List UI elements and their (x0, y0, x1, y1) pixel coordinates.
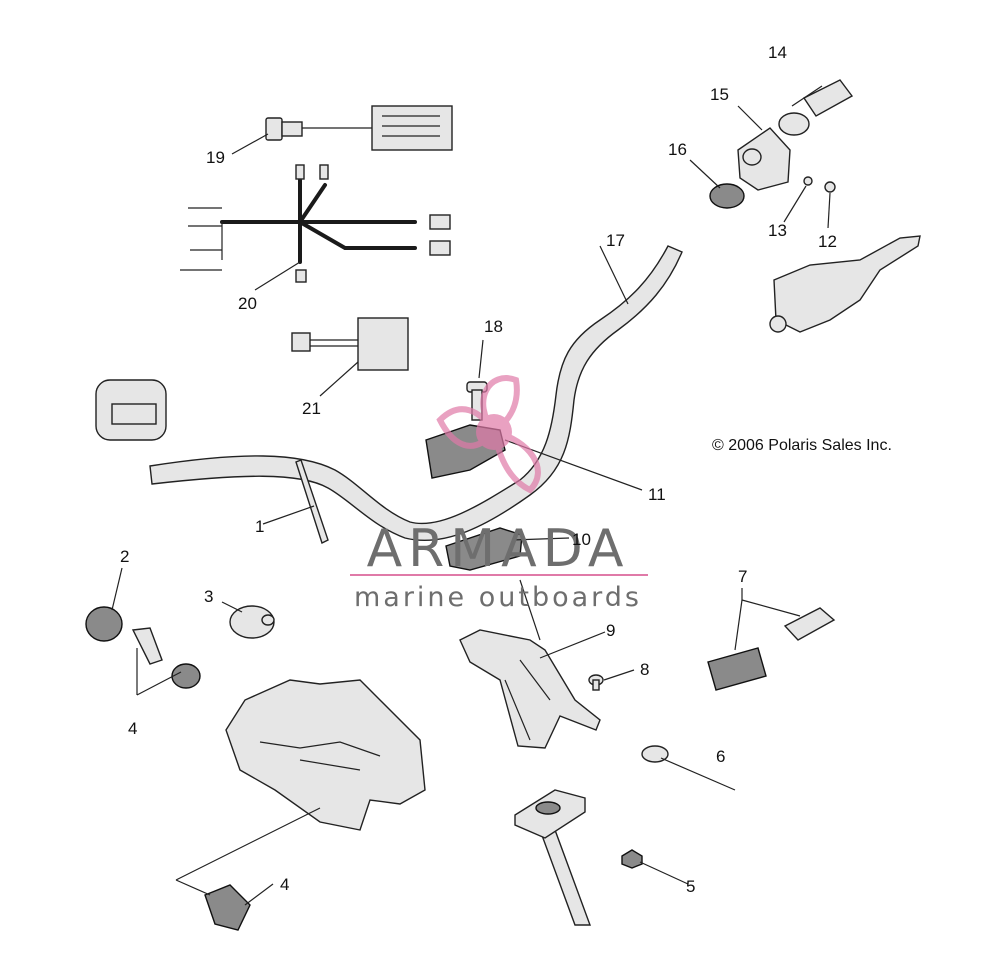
bolt (466, 381, 488, 421)
steering-bracket (459, 629, 601, 749)
callout-17: 17 (606, 231, 625, 250)
callout-19: 19 (206, 148, 225, 167)
copyright-notice: © 2006 Polaris Sales Inc. (712, 437, 892, 454)
throttle-housing (737, 127, 791, 191)
throttle-grip (778, 79, 854, 136)
brake-lever (769, 235, 921, 333)
watermark-brand: ARMADA (367, 519, 630, 579)
pod-housing (225, 679, 426, 831)
harness-connector (265, 105, 453, 151)
callout-8: 8 (640, 660, 649, 679)
steering-post (514, 579, 592, 926)
lower-switch (204, 884, 251, 931)
callout-labels: 1 2 3 4 4 5 6 7 8 9 10 11 12 13 14 15 16… (120, 43, 837, 896)
callout-16: 16 (668, 140, 687, 159)
watermark-logo-icon (436, 375, 541, 494)
callout-21: 21 (302, 399, 321, 418)
callout-20: 20 (238, 294, 257, 313)
nut (621, 849, 643, 869)
screw (588, 674, 604, 691)
callout-5: 5 (686, 877, 695, 896)
callout-18: 18 (484, 317, 503, 336)
watermark-tagline: marine outboards (354, 582, 642, 613)
callout-4-lower: 4 (280, 875, 289, 894)
switch (85, 606, 123, 642)
ignition-key (131, 627, 201, 689)
callout-14: 14 (768, 43, 787, 62)
lower-clamp (445, 527, 523, 571)
callout-7: 7 (738, 567, 747, 586)
grip (707, 607, 836, 691)
callout-15: 15 (710, 85, 729, 104)
wiring-harness (180, 164, 451, 283)
callout-2: 2 (120, 547, 129, 566)
watermark: ARMADA marine outboards (350, 375, 648, 613)
callout-10: 10 (572, 530, 591, 549)
headlight-pod (95, 379, 167, 441)
leader-lines (111, 85, 831, 906)
callout-11: 11 (648, 485, 666, 504)
handlebar (149, 245, 683, 542)
cable-tie (295, 459, 329, 544)
small-screw (803, 176, 836, 193)
relay (291, 317, 409, 371)
callout-4-upper: 4 (128, 719, 137, 738)
callout-3: 3 (204, 587, 213, 606)
callout-1: 1 (255, 517, 264, 536)
key-switch (229, 605, 275, 639)
callout-12: 12 (818, 232, 837, 251)
callout-6: 6 (716, 747, 725, 766)
grommet (709, 183, 745, 209)
callout-9: 9 (606, 621, 615, 640)
callout-13: 13 (768, 221, 787, 240)
